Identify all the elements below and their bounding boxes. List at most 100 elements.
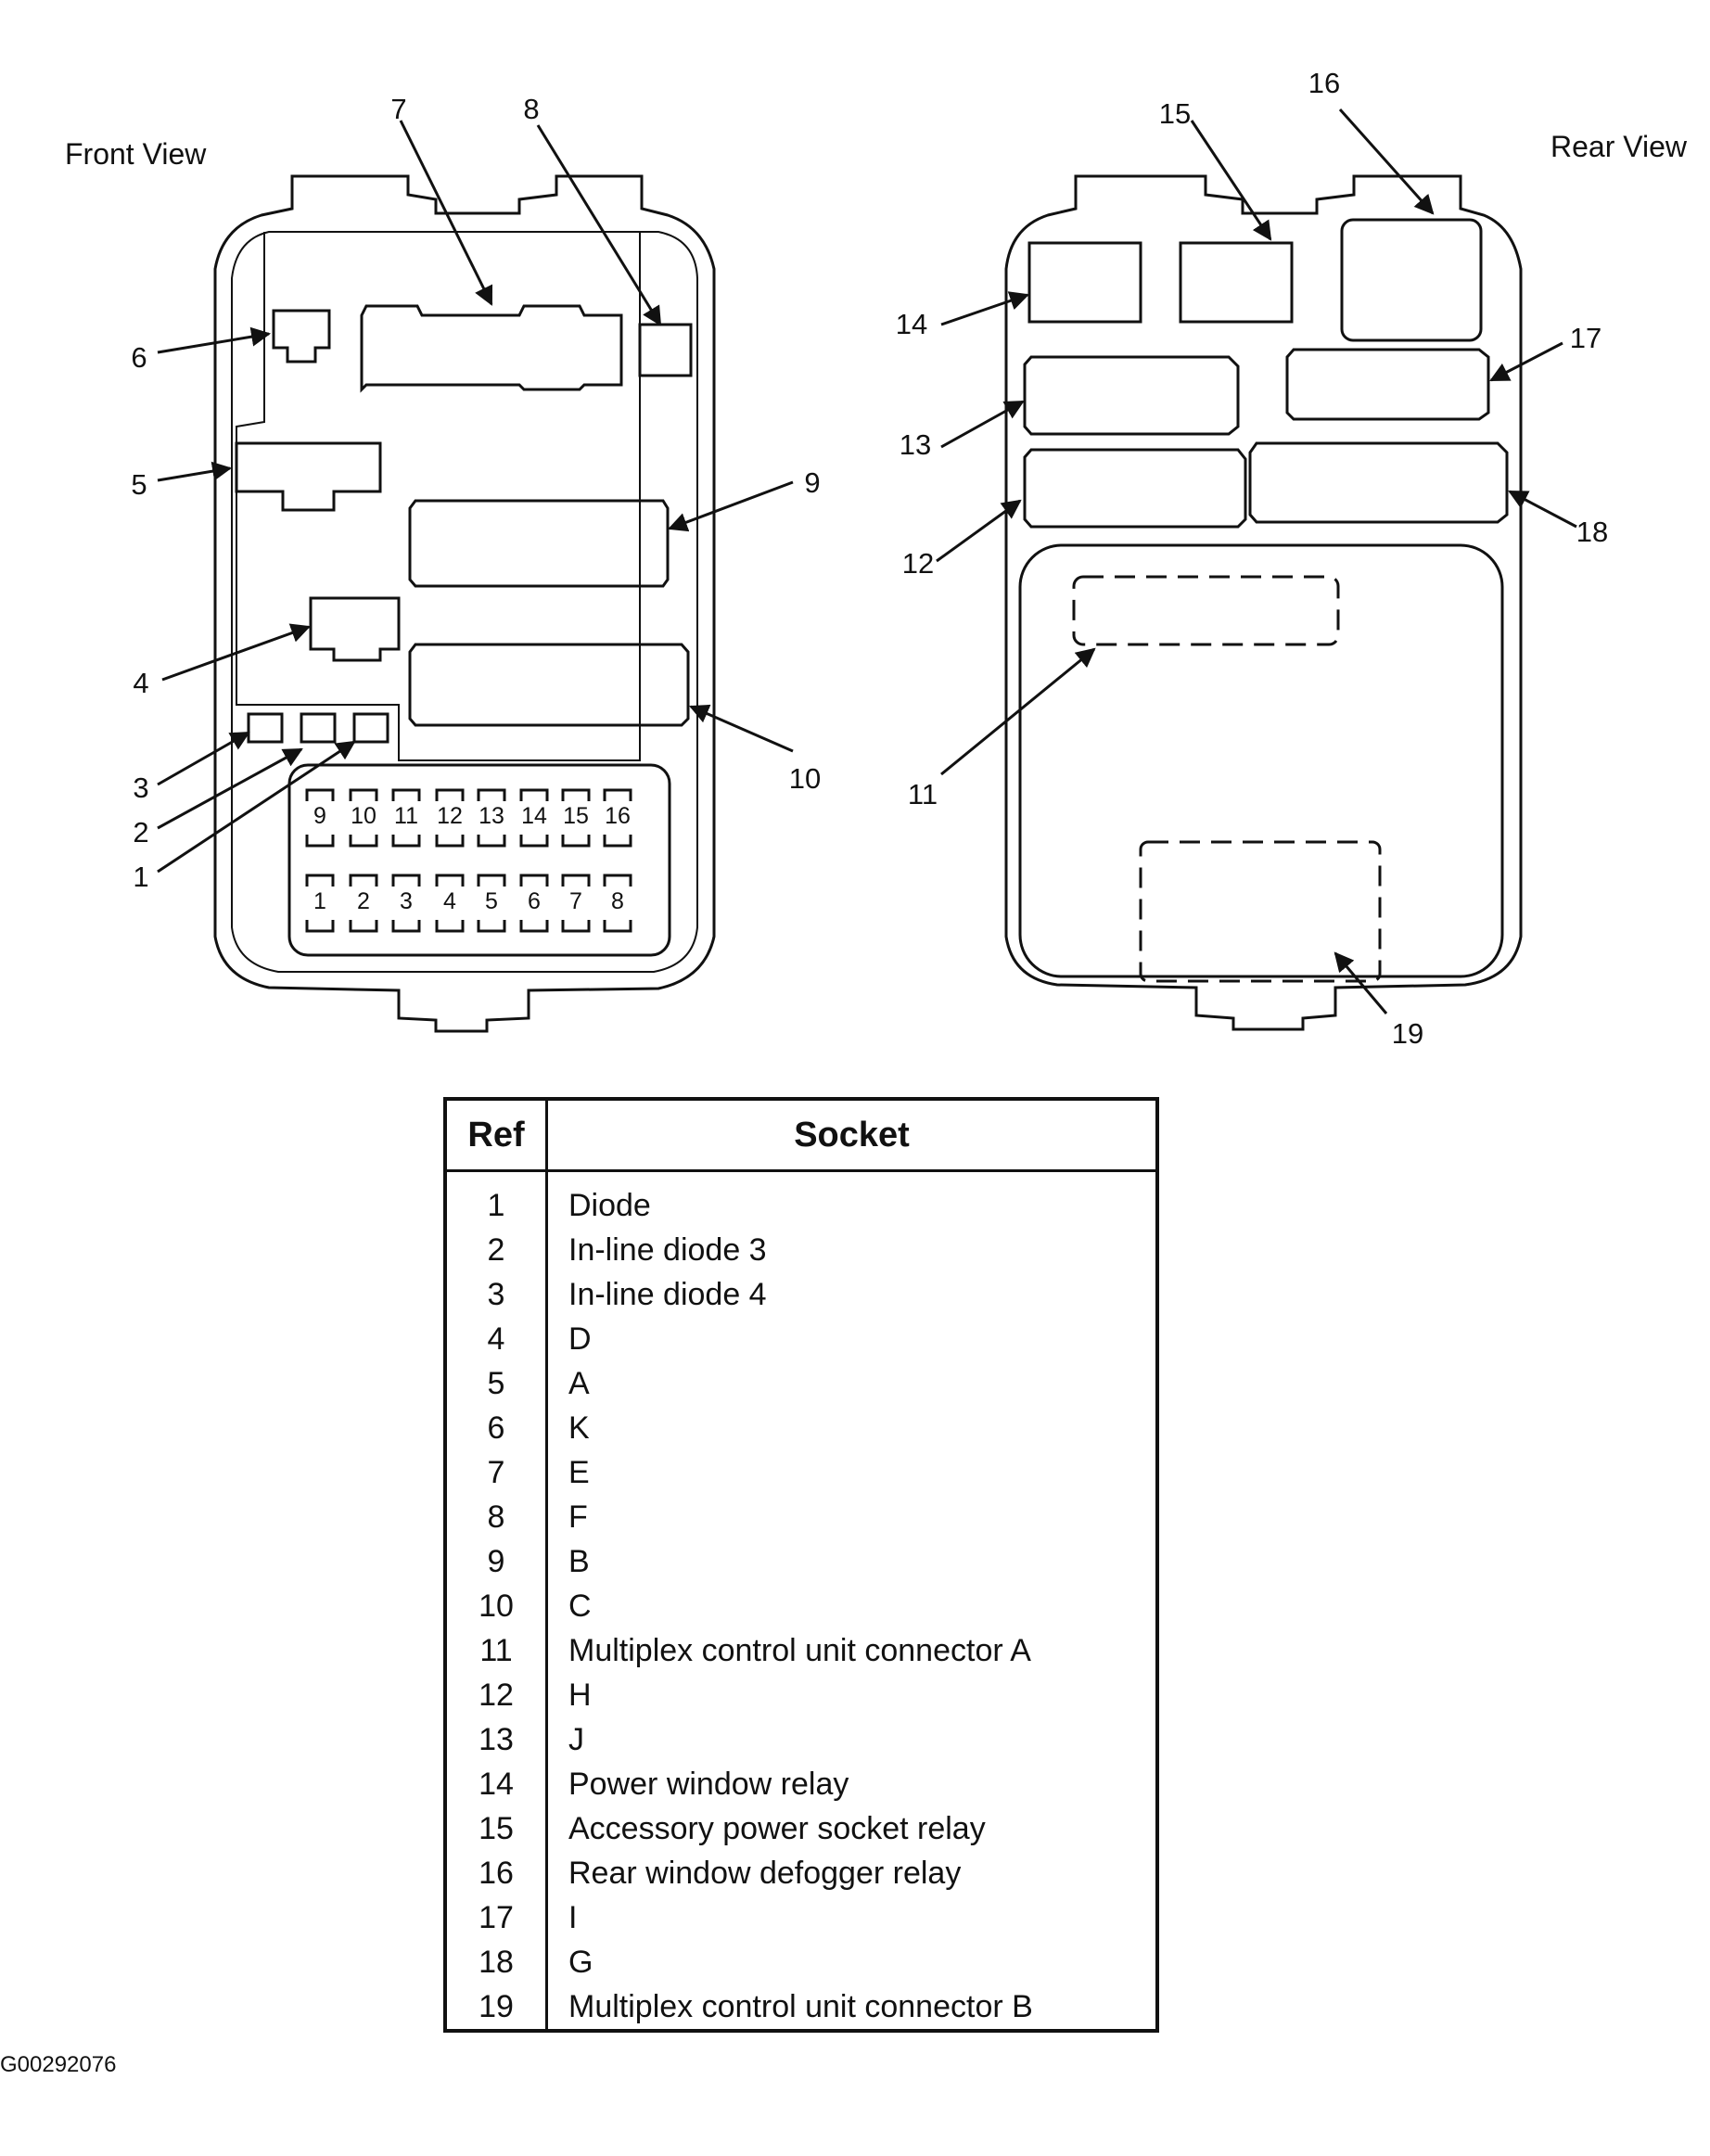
rear-leader-arrows [936, 108, 1577, 1014]
socket-b [408, 499, 670, 588]
socket-cell: C [568, 1588, 592, 1624]
socket-i [1285, 348, 1490, 421]
fuse-number: 6 [528, 888, 541, 914]
callout-12: 12 [902, 547, 934, 580]
socket-cell: Accessory power socket relay [568, 1811, 986, 1846]
ref-cell: 4 [445, 1317, 548, 1361]
socket-cell: J [568, 1722, 584, 1757]
socket-cell: Rear window defogger relay [568, 1856, 962, 1891]
socket-cell: K [568, 1410, 590, 1446]
ref-cell: 15 [445, 1806, 548, 1851]
socket-cell: H [568, 1678, 592, 1713]
ref-cell: 13 [445, 1717, 548, 1762]
fuse-number: 1 [313, 888, 326, 914]
socket-k [272, 309, 331, 364]
socket-j [1023, 355, 1240, 436]
table-row: 10 C [445, 1584, 1157, 1628]
fuse-number: 15 [563, 803, 589, 829]
socket-d [309, 596, 401, 662]
fuse-block [287, 763, 671, 957]
callout-7: 7 [390, 93, 406, 125]
socket-cell: Diode [568, 1188, 651, 1223]
fuse-number: 10 [351, 803, 376, 829]
socket-cell: G [568, 1945, 593, 1980]
table-row: 16 Rear window defogger relay [445, 1851, 1157, 1895]
fuse-slot [435, 788, 465, 848]
socket-cell: In-line diode 3 [568, 1232, 767, 1268]
multiplex-connector-a [1072, 575, 1340, 646]
ref-column-header: Ref [445, 1099, 548, 1172]
rear-view-label: Rear View [1550, 130, 1688, 163]
diode [352, 712, 389, 744]
socket-g [1248, 441, 1509, 524]
fuse-slot [435, 874, 465, 933]
front-housing-inner [231, 231, 698, 973]
document-id: G00292076 [0, 2052, 117, 2077]
front-housing-outline [213, 174, 716, 1033]
table-row: 12 H [445, 1673, 1157, 1717]
ref-cell: 11 [445, 1628, 548, 1673]
ref-cell: 16 [445, 1851, 548, 1895]
multiplex-connector-b [1139, 840, 1382, 983]
front-view-fuse-box [213, 174, 716, 1033]
ref-cell: 7 [445, 1450, 548, 1495]
rear-view-fuse-box [1004, 174, 1523, 1031]
rear-window-defogger-relay-socket [1340, 218, 1483, 342]
fuse-number: 9 [313, 803, 326, 829]
callout-18: 18 [1576, 516, 1608, 548]
fuse-slot [519, 788, 549, 848]
ref-cell: 8 [445, 1495, 548, 1539]
fuse-number-labels: 9 10 11 12 13 14 15 16 1 2 3 4 5 6 7 8 [313, 803, 631, 914]
callout-17: 17 [1570, 322, 1602, 354]
callout-9: 9 [804, 466, 820, 499]
fuse-slot [603, 874, 632, 933]
socket-cell: B [568, 1544, 590, 1579]
front-view-label: Front View [65, 137, 207, 171]
socket-a [235, 441, 382, 512]
ref-cell: 10 [445, 1584, 548, 1628]
callout-10: 10 [789, 762, 821, 795]
callout-4: 4 [133, 667, 148, 699]
ref-cell: 1 [445, 1170, 548, 1228]
socket-cell: D [568, 1321, 592, 1357]
socket-cell: In-line diode 4 [568, 1277, 767, 1312]
fuse-number: 16 [605, 803, 631, 829]
fuse-number: 13 [479, 803, 504, 829]
front-inner-panel [236, 232, 641, 761]
socket-f [638, 323, 693, 377]
fuse-number: 14 [521, 803, 547, 829]
fuse-number: 3 [400, 888, 413, 914]
accessory-power-socket-relay-socket [1179, 241, 1294, 324]
socket-h [1023, 448, 1247, 529]
fuse-number: 4 [443, 888, 456, 914]
fuse-number: 8 [611, 888, 624, 914]
fuse-slot [519, 874, 549, 933]
callout-3: 3 [133, 772, 148, 804]
table-row: 18 G [445, 1940, 1157, 1984]
table-header-row: Ref Socket [445, 1099, 1157, 1172]
ref-cell: 12 [445, 1673, 548, 1717]
power-window-relay-socket [1027, 241, 1142, 324]
fuse-number: 5 [485, 888, 498, 914]
fuse-slot [305, 788, 335, 848]
ref-cell: 18 [445, 1940, 548, 1984]
callout-19: 19 [1392, 1017, 1423, 1050]
fuse-slot [391, 874, 421, 933]
callout-1: 1 [133, 861, 148, 893]
socket-cell: A [568, 1366, 590, 1401]
ref-cell: 6 [445, 1406, 548, 1450]
socket-cell: I [568, 1900, 578, 1935]
callout-6: 6 [131, 341, 147, 374]
fuse-slot [349, 874, 378, 933]
callout-13: 13 [900, 428, 931, 461]
socket-cell: F [568, 1499, 588, 1535]
callout-5: 5 [131, 468, 147, 501]
callout-15: 15 [1159, 97, 1191, 130]
